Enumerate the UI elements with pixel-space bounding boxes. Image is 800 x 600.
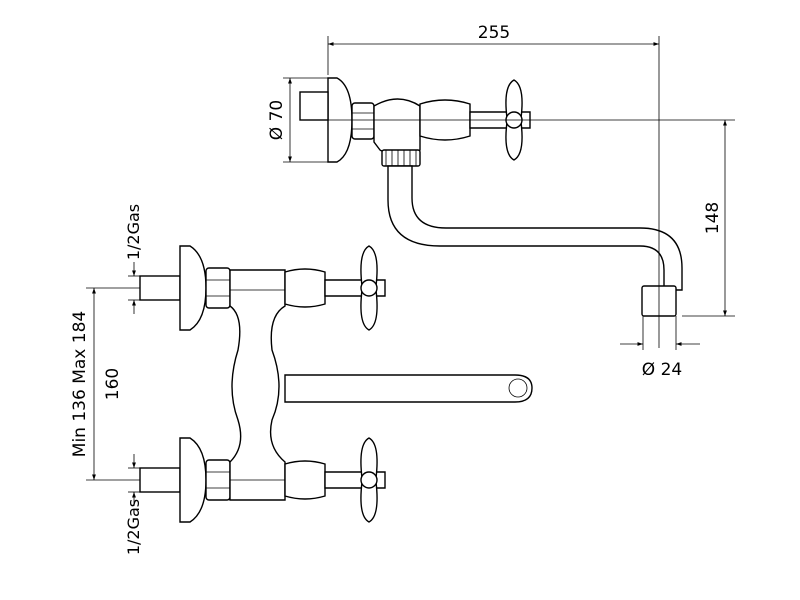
dim-overall-width: 255 [327, 23, 660, 348]
dim-outlet-diameter: Ø 24 [620, 316, 700, 380]
dim-lower-inlet-thread: 1/2Gas [124, 454, 143, 555]
upper-cross-handle [324, 245, 386, 331]
lower-thread-label: 1/2Gas [124, 499, 143, 555]
lower-inlet-thread [139, 467, 181, 493]
dim-flange-diameter: Ø 70 [267, 77, 328, 163]
upper-thread-label: 1/2Gas [124, 204, 143, 260]
mixer-body [229, 269, 286, 501]
overall-width-label: 255 [478, 23, 510, 43]
top-outlet-collar [381, 149, 421, 167]
front-spout [284, 374, 533, 403]
flange-diameter-label: Ø 70 [267, 100, 287, 140]
dim-upper-inlet-thread: 1/2Gas [124, 204, 143, 314]
lower-cross-handle [324, 437, 386, 523]
top-view [299, 77, 735, 317]
upper-inlet-thread [139, 275, 181, 301]
center-distance-label: 160 [103, 368, 123, 400]
lower-wall-flange [179, 437, 207, 523]
top-hex-nut [351, 102, 375, 140]
front-view [139, 245, 533, 523]
upper-wall-flange [179, 245, 207, 331]
top-inlet-nut [299, 91, 329, 121]
dim-center-distance: Min 136 Max 184 160 [70, 287, 140, 481]
top-valve-body [373, 98, 421, 156]
dim-spout-height: 148 [682, 120, 735, 317]
spout-height-label: 148 [703, 202, 723, 234]
outlet-diameter-label: Ø 24 [642, 360, 682, 380]
top-spout-pipe [387, 165, 683, 291]
center-range-label: Min 136 Max 184 [70, 311, 90, 457]
